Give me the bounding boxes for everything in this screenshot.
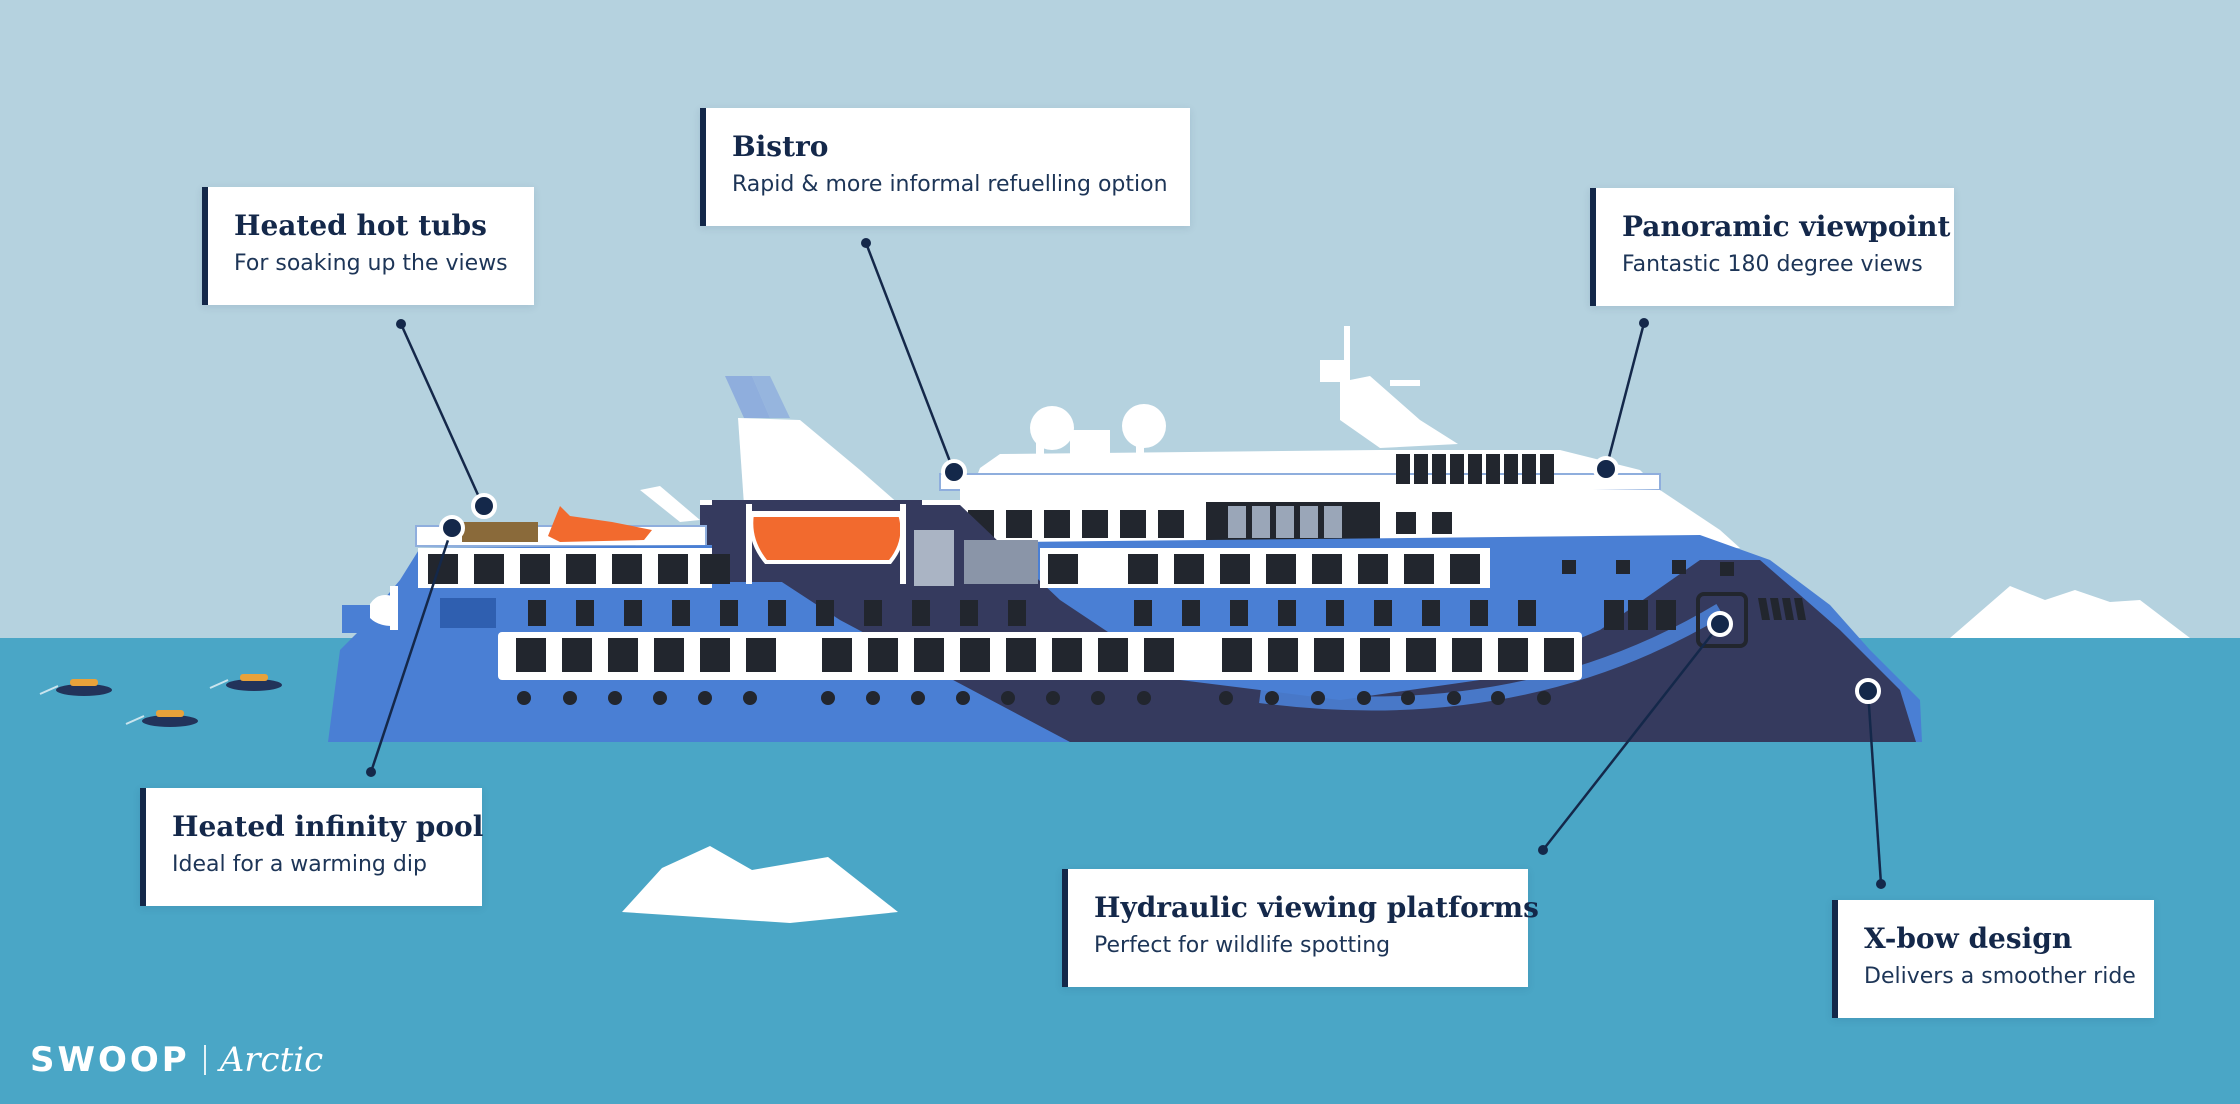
viewing-platform-hatch <box>1696 592 1748 648</box>
marker-infinity-pool <box>439 515 465 541</box>
leader-viewing-platforms <box>1542 623 1721 851</box>
callout-description: For soaking up the views <box>234 251 508 276</box>
callout-title: Hydraulic viewing platforms <box>1094 891 1539 924</box>
callout-title: X-bow design <box>1864 922 2073 955</box>
hotspot-markers <box>439 456 1881 704</box>
marker-viewing-platforms <box>1707 611 1733 637</box>
leader-end-dots <box>366 238 1886 889</box>
callout-title: Heated infinity pool <box>172 810 484 843</box>
leader-lines <box>369 242 1883 885</box>
leader-infinity-pool <box>369 527 454 773</box>
leader-hot-tubs <box>399 323 485 507</box>
callout-description: Ideal for a warming dip <box>172 852 427 877</box>
iceberg-foreground <box>622 846 898 923</box>
callout-bistro: Bistro Rapid & more informal refuelling … <box>700 108 1190 226</box>
leader-bistro <box>864 242 956 473</box>
zodiac-boats <box>39 674 282 727</box>
brand-sub: Arctic <box>219 1040 324 1080</box>
marker-hot-tubs <box>471 493 497 519</box>
callout-title: Bistro <box>732 130 829 163</box>
marker-x-bow <box>1855 678 1881 704</box>
callout-viewpoint: Panoramic viewpoint Fantastic 180 degree… <box>1590 188 1954 306</box>
callout-title: Heated hot tubs <box>234 209 487 242</box>
callout-hot-tubs: Heated hot tubs For soaking up the views <box>202 187 534 305</box>
brand-name: SWOOP <box>30 1040 190 1080</box>
brand-divider <box>203 1045 206 1075</box>
deck-band-lower <box>498 632 1582 680</box>
hot-tub-deck <box>415 486 707 547</box>
brand-logo: SWOOP Arctic <box>30 1040 323 1080</box>
callout-description: Delivers a smoother ride <box>1864 964 2136 989</box>
callout-title: Panoramic viewpoint <box>1622 210 1951 243</box>
leader-x-bow <box>1866 690 1883 885</box>
callout-x-bow: X-bow design Delivers a smoother ride <box>1832 900 2154 1018</box>
portholes <box>517 691 1551 705</box>
bow-vents <box>1758 598 1806 620</box>
deck-band-upper <box>418 548 1490 588</box>
marker-viewpoint <box>1593 456 1619 482</box>
mast <box>1320 326 1458 448</box>
callout-description: Rapid & more informal refuelling option <box>732 172 1168 197</box>
callout-description: Fantastic 180 degree views <box>1622 252 1923 277</box>
lifeboat-bay <box>712 500 1038 586</box>
mid-windows <box>528 560 1734 630</box>
marker-bistro <box>941 459 967 485</box>
callout-description: Perfect for wildlife spotting <box>1094 933 1391 958</box>
funnel-fin <box>738 418 900 505</box>
iceberg-right <box>1950 586 2190 638</box>
callout-infinity-pool: Heated infinity pool Ideal for a warming… <box>140 788 484 906</box>
leader-viewpoint <box>1604 322 1646 470</box>
callout-viewing-platforms: Hydraulic viewing platforms Perfect for … <box>1062 869 1539 987</box>
